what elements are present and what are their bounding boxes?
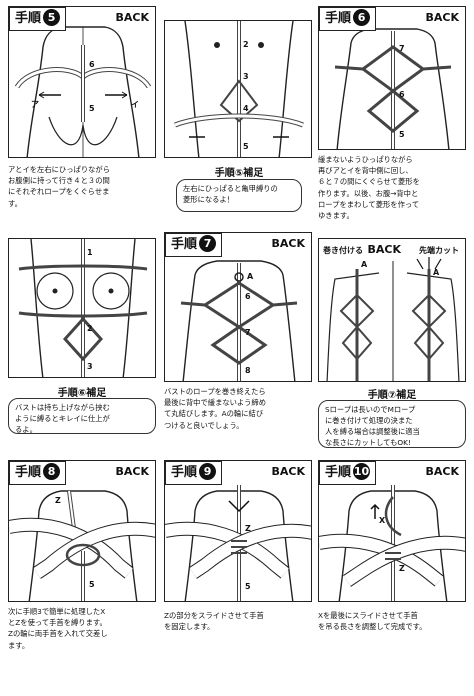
step8-illustration: Z 5 (9, 490, 155, 601)
svg-text:5: 5 (399, 130, 405, 139)
note-text: Sロープは長いのでMロープ に巻き付けて処理の決また 人を縛る場合は調整後に適当… (318, 400, 466, 448)
note-title: 手順⑥補足 (57, 388, 107, 399)
svg-text:7: 7 (245, 328, 251, 337)
step6-illustration: 7 6 5 (334, 28, 452, 149)
step5-front-panel: 2 3 4 5 (164, 20, 312, 158)
svg-text:5: 5 (243, 142, 249, 151)
step7-caption: バストのロープを巻き終えたら 最後に背中で緩まないよう締め て丸結びします。Aの… (164, 387, 267, 430)
back-label: BACK (367, 243, 402, 256)
step6-front-panel: 1 2 3 (8, 238, 156, 378)
label-5: 5 (89, 104, 95, 113)
back-label: BACK (115, 465, 150, 478)
step6-caption: 緩まないようひっぱりながら 再びアとイを背中側に回し、 ６と７の間にくぐらせて菱… (318, 155, 420, 221)
svg-text:A: A (361, 260, 368, 269)
svg-text:3: 3 (87, 362, 93, 371)
back-label: BACK (271, 237, 306, 250)
svg-text:7: 7 (399, 44, 405, 53)
svg-text:6: 6 (245, 292, 251, 301)
svg-text:2: 2 (87, 324, 93, 333)
step5-caption: アとイを左右にひっぱりながら お腹側に持って行き４と３の間 にそれぞれロープをく… (8, 165, 111, 208)
label-a: ア (31, 100, 39, 109)
wrap-label: 巻き付ける (323, 246, 363, 255)
step9-illustration: Z 5 (165, 485, 311, 601)
step5-illustration: ア イ 6 5 (14, 26, 152, 157)
step6-supplement-note: 手順⑥補足 バストは持ち上げながら挟む ように縛るとキレイに仕上が るよ。 (8, 384, 156, 434)
step7-detail-illustration: A A (326, 257, 460, 381)
note-title: 手順⑤補足 (214, 168, 264, 179)
svg-text:1: 1 (87, 248, 93, 257)
svg-text:2: 2 (243, 40, 249, 49)
step10-illustration: X Z (319, 485, 465, 601)
back-label: BACK (425, 11, 460, 24)
step5-supplement-note: 手順⑤補足 左右にひっぱると亀甲縛りの 菱形になるよ！ (176, 164, 302, 212)
svg-text:Z: Z (55, 496, 61, 505)
svg-text:Z: Z (245, 524, 251, 533)
note-text: バストは持ち上げながら挟む ように縛るとキレイに仕上が るよ。 (8, 398, 156, 434)
svg-text:Z: Z (399, 564, 405, 573)
svg-text:A: A (247, 272, 254, 281)
label-i: イ (131, 100, 139, 109)
cut-label: 先端カット (419, 246, 459, 255)
step9-caption: Zの部分をスライドさせて手首 を固定します。 (164, 611, 264, 632)
step7-supplement-note: 手順⑦補足 Sロープは長いのでMロープ に巻き付けて処理の決また 人を縛る場合は… (318, 386, 466, 448)
svg-text:3: 3 (243, 72, 249, 81)
note-text: 左右にひっぱると亀甲縛りの 菱形になるよ！ (176, 179, 302, 212)
step7-detail-panel: 巻き付ける BACK 先端カット A A (318, 238, 466, 382)
bust-tie-illustration: 1 2 3 (18, 239, 148, 377)
svg-text:4: 4 (243, 104, 249, 113)
svg-text:X: X (379, 516, 386, 525)
back-label: BACK (425, 465, 460, 478)
step10-caption: Xを最後にスライドさせて手首 を吊る長さを調整して完成です。 (318, 611, 427, 632)
step7-illustration: A 6 7 8 (180, 260, 298, 381)
back-label: BACK (115, 11, 150, 24)
note-title: 手順⑦補足 (367, 390, 417, 401)
label-6: 6 (89, 60, 95, 69)
front-view-illustration: 2 3 4 5 (174, 21, 304, 157)
svg-text:6: 6 (399, 90, 405, 99)
svg-text:A: A (433, 268, 440, 277)
svg-text:8: 8 (245, 366, 251, 375)
svg-text:5: 5 (89, 580, 95, 589)
step8-caption: 次に手順3で簡単に処理したX とZを使って手首を縛ります。 Zの輪に両手首を入れ… (8, 607, 108, 650)
svg-text:5: 5 (245, 582, 251, 591)
back-label: BACK (271, 465, 306, 478)
